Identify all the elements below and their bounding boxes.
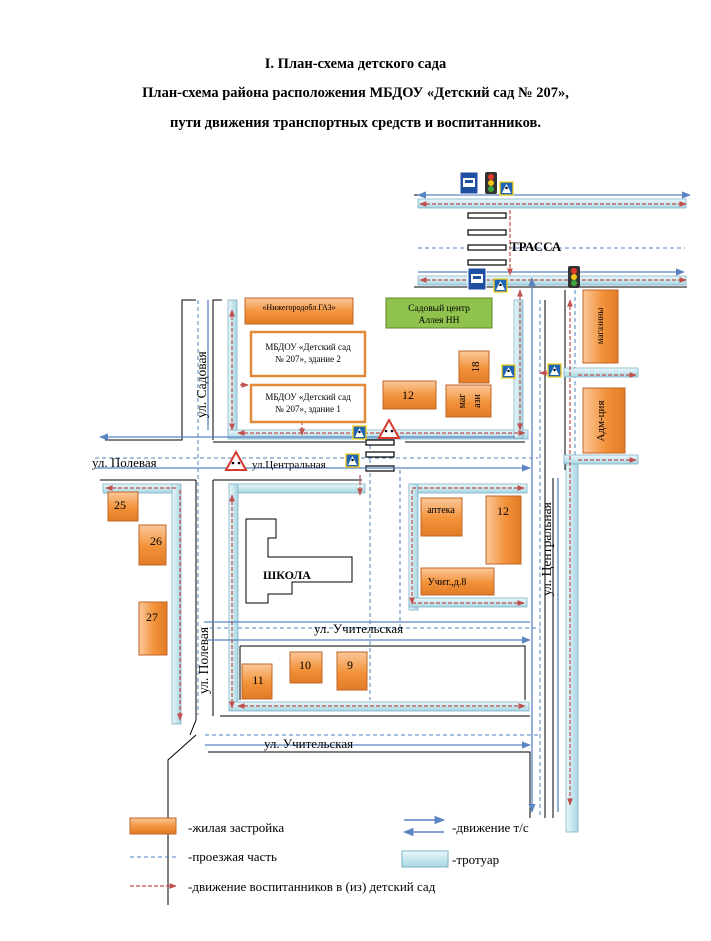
magaziny-label: магазины [595, 308, 605, 345]
kindergarten-1-label-1: МБДОУ «Детский сад [265, 392, 351, 402]
traffic-light-icon [485, 172, 497, 194]
shop-label-2: ази [472, 393, 483, 407]
legend-sidewalk-label: -тротуар [452, 852, 499, 867]
pedestrian-crossing-sign-icon-6 [345, 453, 360, 468]
pedestrian-crossing-sign-icon-4 [547, 363, 562, 378]
house-12-top-label: 12 [402, 388, 414, 402]
teacher-house-label: Учит.,д.8 [428, 577, 467, 588]
building-pharmacy [420, 497, 463, 537]
kindergarten-2-label-2: № 207», здание 2 [275, 354, 341, 364]
traffic-light-icon-2 [568, 266, 580, 288]
bus-stop-sign-icon [459, 171, 479, 195]
building-10 [289, 651, 323, 684]
building-27 [138, 601, 168, 656]
street-trassa: ТРАССА [510, 239, 562, 254]
pedestrian-crossing-sign-icon-5 [352, 425, 367, 440]
garden-center-label-1: Садовый центр [408, 303, 470, 314]
legend-roadway-label: -проезжая часть [188, 849, 277, 864]
admin-label: Адм-ция [595, 401, 607, 442]
building-school [245, 518, 353, 604]
street-uchitelskaya-2: ул. Учительская [264, 736, 353, 751]
legend-traffic-label: -движение т/с [452, 820, 529, 835]
street-sadovaya: ул. Садовая [194, 351, 209, 418]
school-label: ШКОЛА [263, 568, 311, 582]
building-gaz [244, 297, 354, 325]
building-9 [336, 651, 368, 691]
legend-children-route-label: -движение воспитанников в (из) детский с… [188, 879, 436, 894]
building-garden-center [385, 297, 493, 329]
buildings: «Нижегородобл ГАЗ» Садовый центр Аллея Н… [107, 289, 626, 700]
children-warning-sign-icon [377, 417, 401, 439]
house-18-label: 18 [470, 361, 482, 373]
bus-stop-sign-icon-2 [467, 267, 487, 291]
building-teacher-house [420, 567, 495, 596]
building-magaziny [582, 289, 619, 364]
house-10-label: 10 [299, 658, 311, 672]
legend-residential-swatch [129, 817, 177, 835]
building-11 [241, 663, 273, 700]
pharmacy-label: аптека [427, 505, 455, 516]
shop-label-1: маг [457, 394, 468, 409]
page-subtitle-2: пути движения транспортных средств и вос… [169, 115, 542, 131]
crosswalk-centralnaya [365, 439, 395, 472]
page-title: I. План-схема детского сада [264, 56, 447, 72]
street-polevaya-vertical: ул. Полевая [196, 627, 211, 694]
street-centralnaya-horizontal: ул.Центральная [252, 459, 326, 471]
kindergarten-1-label-2: № 207», здание 1 [275, 404, 341, 414]
pedestrian-crossing-sign-icon-3 [501, 364, 516, 379]
legend-traffic-swatch [402, 815, 446, 837]
pedestrian-crossing-sign-icon [499, 181, 514, 196]
building-gaz-label: «Нижегородобл ГАЗ» [262, 303, 335, 312]
street-uchitelskaya-1: ул. Учительская [314, 621, 403, 636]
house-27-label: 27 [146, 610, 158, 624]
legend: -жилая застройка -движение т/с -проезжая… [129, 815, 529, 894]
page-subtitle: План-схема района расположения МБДОУ «Де… [142, 85, 569, 101]
building-12-top [382, 380, 437, 410]
crosswalk-trassa [467, 212, 507, 266]
legend-residential-label: -жилая застройка [188, 820, 284, 835]
building-18 [458, 350, 490, 384]
children-warning-sign-icon-2 [224, 449, 248, 471]
building-25 [107, 491, 139, 522]
building-admin [582, 387, 626, 454]
children-routes [105, 201, 687, 806]
building-shop [445, 384, 492, 418]
roadway-lines [95, 247, 685, 818]
garden-center-label-2: Аллея НН [418, 316, 459, 326]
building-12-right [485, 495, 522, 565]
street-labels: ТРАССА ул. Садовая ул. Полевая ул. Полев… [92, 239, 562, 751]
house-12-right-label: 12 [497, 504, 509, 518]
street-centralnaya-vertical: ул. Центральная [539, 502, 554, 596]
kindergarten-building-2 [249, 330, 367, 378]
traffic-arrows [95, 191, 691, 813]
pedestrian-crossing-sign-icon-2 [493, 278, 508, 293]
house-9-label: 9 [347, 658, 353, 672]
kindergarten-2-label-1: МБДОУ «Детский сад [265, 342, 351, 352]
building-26 [138, 524, 167, 566]
house-25-label: 25 [114, 498, 126, 512]
house-11-label: 11 [252, 673, 264, 687]
kindergarten-building-1 [249, 383, 367, 424]
legend-sidewalk-swatch [401, 850, 449, 868]
street-polevaya-horizontal: ул. Полевая [92, 455, 157, 470]
house-26-label: 26 [150, 534, 162, 548]
